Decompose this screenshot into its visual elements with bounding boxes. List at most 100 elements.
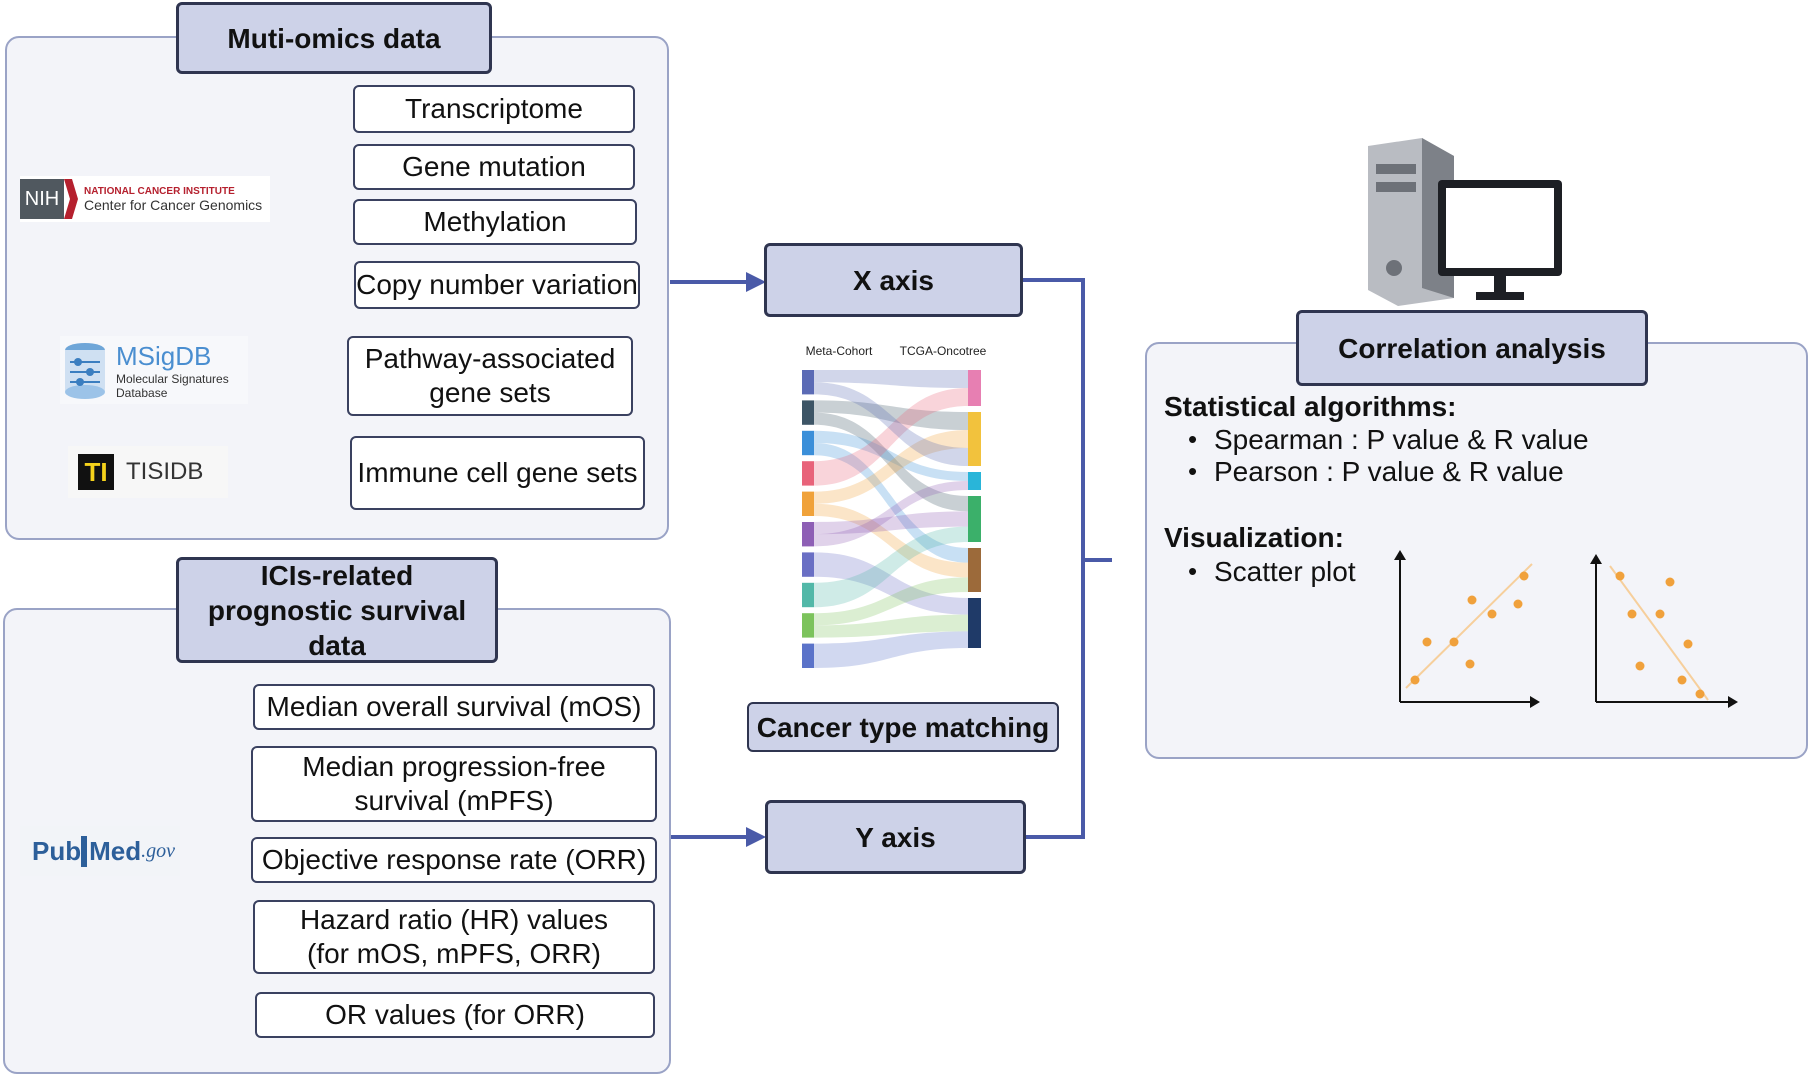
sankey-flow-15 bbox=[814, 481, 968, 547]
sankey-right-label: TCGA-Oncotree bbox=[899, 344, 987, 358]
scatter-plot-negative bbox=[1590, 554, 1738, 708]
computer-icon bbox=[1368, 138, 1562, 306]
scatter-point-1 bbox=[1422, 637, 1432, 647]
sankey-flow-2 bbox=[814, 412, 968, 512]
stat-item-pearson: Pearson : P value & R value bbox=[1188, 456, 1564, 488]
survival-item-mpfs: Median progression-free survival (mPFS) bbox=[251, 746, 657, 822]
sankey-right-node-2 bbox=[968, 472, 981, 490]
trend-line bbox=[1609, 565, 1709, 701]
sankey-right-node-1 bbox=[968, 412, 981, 466]
trend-line bbox=[1405, 563, 1533, 689]
pubmed-logo: Pub Med .gov bbox=[20, 826, 180, 876]
vis-heading: Visualization: bbox=[1164, 522, 1344, 553]
sankey-diagram bbox=[802, 370, 981, 668]
msigdb-logo: MSigDB Molecular Signatures Database bbox=[60, 336, 248, 404]
sankey-flow-9 bbox=[814, 552, 968, 615]
nih-line1: NATIONAL CANCER INSTITUTE bbox=[84, 185, 235, 197]
survival-item-orr: Objective response rate (ORR) bbox=[251, 837, 657, 883]
survival-title: ICIs-related prognostic survival data bbox=[176, 557, 498, 663]
scatter-point-7 bbox=[1519, 571, 1529, 581]
msigdb-name: MSigDB bbox=[116, 340, 212, 371]
correlation-panel bbox=[1145, 342, 1808, 759]
scatter-point-7 bbox=[1695, 689, 1705, 699]
sankey-flow-1 bbox=[814, 400, 968, 430]
y-arrow-icon bbox=[1590, 554, 1602, 564]
y-arrow-icon bbox=[1394, 550, 1406, 560]
nih-logo: NIH NATIONAL CANCER INSTITUTE Center for… bbox=[20, 176, 270, 222]
nih-line2: Center for Cancer Genomics bbox=[84, 196, 263, 213]
pubmed-gov: .gov bbox=[141, 839, 175, 862]
omics-item-pathway-gene-sets: Pathway-associated gene sets bbox=[347, 336, 633, 416]
nih-chevron-icon bbox=[64, 179, 78, 219]
survival-item-mos: Median overall survival (mOS) bbox=[253, 684, 655, 730]
scatter-point-2 bbox=[1449, 637, 1459, 647]
sankey-left-node-0 bbox=[802, 370, 814, 395]
sankey-flow-8 bbox=[814, 511, 968, 535]
scatter-point-3 bbox=[1465, 659, 1475, 669]
tisidb-name: TISIDB bbox=[126, 458, 204, 485]
sankey-right-node-5 bbox=[968, 598, 981, 648]
sankey-left-node-9 bbox=[802, 643, 814, 668]
sankey-flow-12 bbox=[814, 614, 968, 638]
msigdb-line2: Database bbox=[116, 385, 168, 400]
tisidb-logo: TI TISIDB bbox=[68, 446, 228, 498]
survival-item-hr: Hazard ratio (HR) values (for mOS, mPFS,… bbox=[253, 900, 655, 974]
omics-item-transcriptome: Transcriptome bbox=[353, 85, 635, 133]
scatter-point-4 bbox=[1467, 595, 1477, 605]
sankey-flow-14 bbox=[814, 382, 968, 466]
sankey-flow-7 bbox=[814, 503, 968, 578]
sankey-left-node-1 bbox=[802, 400, 814, 425]
scatter-point-2 bbox=[1627, 609, 1637, 619]
omics-item-immune-cell-gene-sets: Immune cell gene sets bbox=[350, 436, 645, 510]
y-axis-box: Y axis bbox=[765, 800, 1026, 874]
sankey-left-node-5 bbox=[802, 522, 814, 547]
database-icon bbox=[65, 343, 105, 399]
sankey-left-node-8 bbox=[802, 613, 814, 638]
stat-item-spearman: Spearman : P value & R value bbox=[1188, 424, 1589, 456]
stat-heading: Statistical algorithms: bbox=[1164, 391, 1457, 422]
sankey-left-node-4 bbox=[802, 491, 814, 516]
omics-item-copy-number: Copy number variation bbox=[354, 261, 640, 309]
scatter-point-5 bbox=[1487, 609, 1497, 619]
sankey-flow-6 bbox=[814, 430, 968, 504]
scatter-point-6 bbox=[1513, 599, 1523, 609]
scatter-point-5 bbox=[1635, 661, 1645, 671]
cancer-type-matching: Cancer type matching bbox=[747, 702, 1059, 752]
sankey-left-node-2 bbox=[802, 430, 814, 456]
msigdb-line1: Molecular Signatures bbox=[116, 371, 229, 386]
scatter-point-1 bbox=[1665, 577, 1675, 587]
sankey-flow-11 bbox=[814, 577, 968, 626]
sankey-right-node-4 bbox=[968, 548, 981, 592]
omics-item-gene-mutation: Gene mutation bbox=[353, 144, 635, 190]
sankey-flow-4 bbox=[814, 443, 968, 563]
sankey-left-label: Meta-Cohort bbox=[805, 344, 873, 358]
scatter-point-4 bbox=[1683, 639, 1693, 649]
scatter-point-0 bbox=[1615, 571, 1625, 581]
x-arrow-icon bbox=[1530, 696, 1540, 708]
pubmed-med: Med bbox=[81, 835, 141, 867]
vis-item-scatter: Scatter plot bbox=[1188, 556, 1356, 588]
sankey-flow-10 bbox=[814, 526, 968, 608]
scatter-point-0 bbox=[1410, 675, 1420, 685]
scatter-plot-positive bbox=[1394, 550, 1540, 708]
sankey-left-node-7 bbox=[802, 582, 814, 608]
sankey-flow-5 bbox=[814, 388, 968, 486]
x-arrow-icon bbox=[1728, 696, 1738, 708]
sankey-right-node-3 bbox=[968, 496, 981, 542]
sankey-left-node-3 bbox=[802, 461, 814, 486]
sankey-flow-3 bbox=[814, 430, 968, 481]
survival-item-or: OR values (for ORR) bbox=[255, 992, 655, 1038]
sankey-left-node-6 bbox=[802, 552, 814, 577]
tisidb-badge: TI bbox=[78, 454, 114, 490]
sankey-flow-13 bbox=[814, 631, 968, 668]
pubmed-pub: Pub bbox=[32, 835, 82, 866]
correlation-title: Correlation analysis bbox=[1296, 310, 1648, 386]
omics-title: Muti-omics data bbox=[176, 2, 492, 74]
x-axis-box: X axis bbox=[764, 243, 1023, 317]
nih-badge: NIH bbox=[20, 179, 64, 219]
scatter-point-6 bbox=[1677, 675, 1687, 685]
omics-item-methylation: Methylation bbox=[353, 199, 637, 245]
sankey-flow-0 bbox=[814, 370, 968, 388]
sankey-right-node-0 bbox=[968, 370, 981, 406]
scatter-point-3 bbox=[1655, 609, 1665, 619]
